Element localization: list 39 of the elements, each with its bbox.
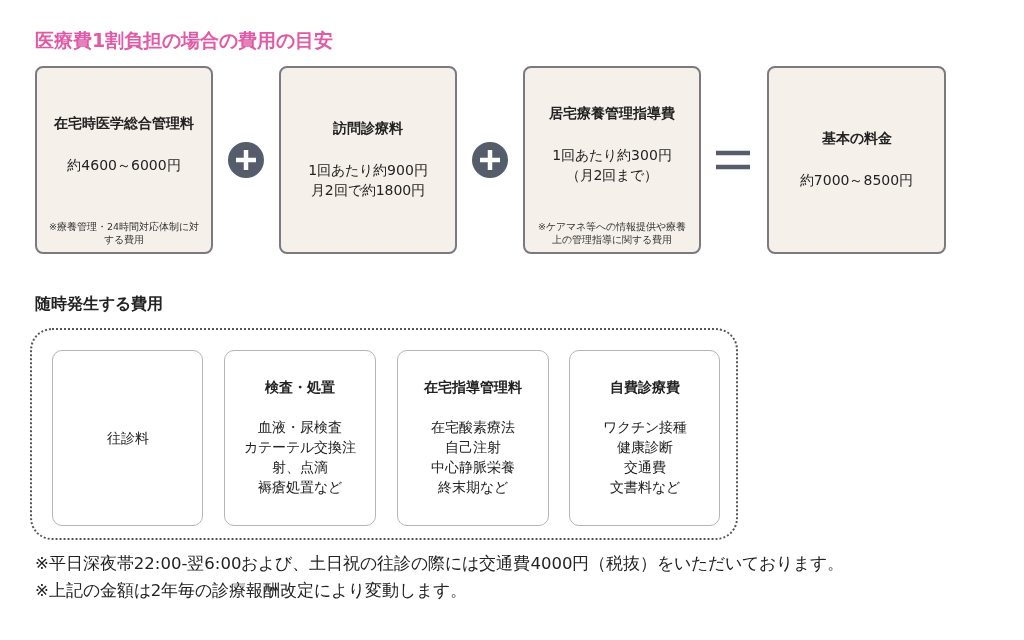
- diagram-title: 医療費1割負担の場合の費用の目安: [35, 28, 334, 53]
- fee-card: [523, 66, 701, 254]
- card-text: 中心静脈栄養: [430, 458, 516, 477]
- card-text: 1回あたり約300円: [552, 146, 672, 165]
- card-heading: 居宅療養管理指導費: [549, 105, 675, 123]
- card-heading: 在宅時医学総合管理料: [54, 115, 194, 133]
- card-text: 在宅酸素療法: [430, 418, 516, 437]
- card-text: 交通費: [622, 458, 667, 477]
- card-heading: 在宅指導管理料: [423, 379, 523, 397]
- fee-item-card: [224, 350, 376, 526]
- card-text: カテーテル交換注射、点滴: [243, 438, 357, 477]
- card-text: 褥瘡処置など: [257, 478, 343, 497]
- fee-card: [35, 66, 213, 254]
- card-text: 月2回で約1800円: [310, 181, 426, 200]
- footnote-text: ※ケアマネ等への情報提供や療養上の管理指導に関する費用: [537, 220, 687, 246]
- card-heading: 自費診療費: [608, 379, 681, 397]
- group-heading: 随時発生する費用: [35, 294, 163, 315]
- card-text: 終末期など: [437, 478, 509, 497]
- card-heading: 訪問診療料: [333, 120, 403, 138]
- fee-item-card: [397, 350, 549, 526]
- card-text: 自己注射: [444, 438, 502, 457]
- card-text: 往診料: [105, 429, 150, 448]
- card-text: 約7000～8500円: [799, 171, 914, 190]
- footnote-text: ※上記の金額は2年毎の診療報酬改定により変動します。: [35, 580, 468, 602]
- card-text: 約4600～6000円: [67, 156, 181, 175]
- fee-card: [279, 66, 457, 254]
- card-text: 1回あたり約900円: [308, 161, 428, 180]
- card-text: 健康診断: [615, 438, 674, 457]
- card-text: （月2回まで）: [565, 166, 659, 185]
- fee-item-card: [569, 350, 720, 526]
- card-text: 文書料など: [608, 478, 681, 497]
- fee-card: [767, 66, 946, 254]
- card-heading: 基本の料金: [821, 130, 892, 148]
- card-text: 血液・尿検査: [257, 418, 343, 437]
- card-text: ワクチン接種: [601, 418, 688, 437]
- fee-item-card: [52, 350, 203, 526]
- footnote-text: ※療養管理・24時間対応体制に対する費用: [47, 220, 201, 246]
- card-heading: 検査・処置: [264, 379, 336, 397]
- footnote-text: ※平日深夜帯22:00-翌6:00および、土日祝の往診の際には交通費4000円（税抜）をいただいております。: [35, 553, 845, 575]
